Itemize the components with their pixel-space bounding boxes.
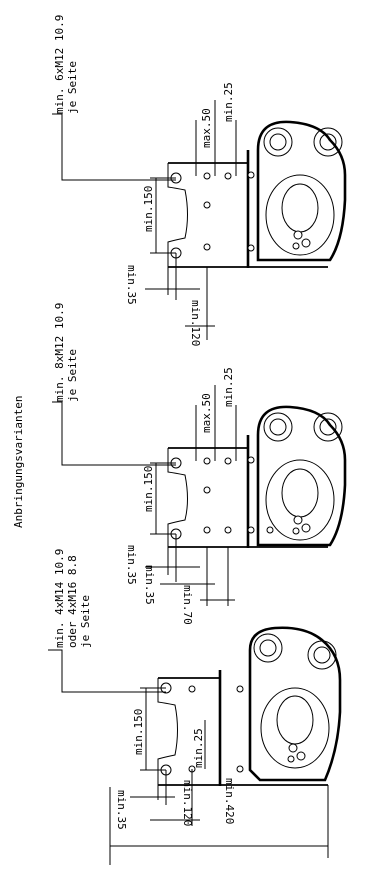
bracket-plate	[256, 405, 347, 547]
bolt-pattern	[203, 456, 274, 534]
dim-min-bottom: min.70	[181, 585, 194, 625]
dimension-lines	[109, 687, 329, 865]
variant-middle: min. 8xM12 10.9 je Seite max.50 min.25 m…	[52, 303, 347, 625]
dim-min-side: min.35	[125, 265, 138, 305]
variant-bottom: min. 4xM14 10.9 oder 4xM16 8.8 je Seite …	[48, 549, 342, 865]
dim-min-side: min.35	[115, 790, 128, 830]
dim-min-bottom-2: min.420	[223, 778, 236, 824]
bolt-note-line-1: min. 6xM12 10.9	[53, 15, 66, 114]
dim-min-height: min.150	[142, 186, 155, 232]
leader-line	[52, 113, 176, 181]
dimension-lines	[145, 385, 237, 606]
dim-min-mid: min.25	[192, 728, 205, 768]
bolt-note-line-1: min. 8xM12 10.9	[53, 303, 66, 402]
bolt-note-line-2: je Seite	[66, 61, 79, 114]
bolt-note-line-2: oder 4xM16 8.8	[66, 555, 79, 648]
dim-min-side-2: min.35	[143, 565, 156, 605]
dim-min-side-1: min.35	[125, 545, 138, 585]
bolt-pattern	[203, 171, 255, 252]
dim-min-bottom-1: min.120	[181, 780, 194, 826]
dim-max-top: max.50	[200, 393, 213, 433]
leader-line	[52, 401, 176, 466]
bolt-note-line-3: je Seite	[79, 595, 92, 648]
variant-top: min. 6xM12 10.9 je Seite max.50 min.25 m…	[52, 15, 347, 346]
leader-line	[48, 649, 166, 693]
mounting-flange	[167, 150, 328, 268]
mounting-flange	[157, 670, 328, 786]
dimension-lines	[145, 100, 237, 340]
dim-min-height: min.150	[132, 709, 145, 755]
bolt-note-line-2: je Seite	[66, 349, 79, 402]
dim-min-height: min.150	[142, 466, 155, 512]
dim-min-top: min.25	[222, 82, 235, 122]
dim-min-bottom: min.120	[189, 300, 202, 346]
dim-max-top: max.50	[200, 108, 213, 148]
mounting-flange	[167, 435, 328, 548]
bolt-note-line-1: min. 4xM14 10.9	[53, 549, 66, 648]
bracket-plate	[256, 120, 347, 262]
dim-min-top: min.25	[222, 367, 235, 407]
drawing-title: Anbringungsvarianten	[12, 396, 25, 528]
bracket-plate	[248, 626, 342, 782]
